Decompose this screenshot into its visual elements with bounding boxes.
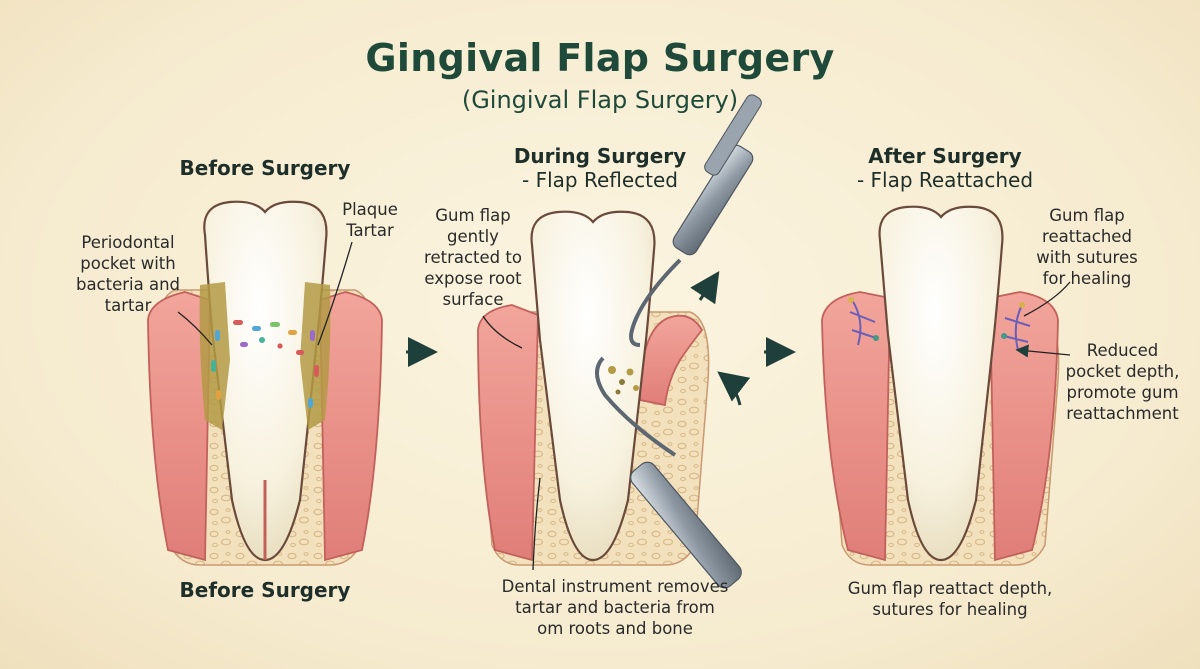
leader-sutures [1023, 281, 1071, 317]
gum-after-left [821, 291, 891, 562]
leader-reduced [1015, 344, 1071, 358]
label-gum-flap-sutures: Gum flap reattached with sutures for hea… [1036, 206, 1138, 288]
panel-before-illustration [147, 200, 383, 566]
label-periodontal-pocket: Periodontal pocket with bacteria and tar… [75, 233, 181, 315]
caption-before: Before Surgery [179, 578, 351, 602]
dental-instrument-upper [629, 94, 762, 347]
caption-after: Gum flap reattact depth, sutures for hea… [847, 579, 1053, 619]
tartar-left [199, 282, 230, 430]
heading-after: After Surgery- Flap Reattached [856, 144, 1034, 192]
caption-during: Dental instrument removes tartar and bac… [501, 577, 729, 638]
leader-flap [482, 315, 523, 349]
dental-instrument-lower [595, 356, 742, 589]
tartar-right [300, 282, 331, 430]
panel-after-illustration [821, 205, 1071, 566]
gum-before [147, 291, 211, 562]
heading-during: During Surgery- Flap Reflected [513, 144, 687, 192]
label-gum-flap-retracted: Gum flap gently retracted to expose root… [424, 206, 522, 309]
page-title: Gingival Flap Surgery [365, 36, 835, 80]
heading-after-sub: - Flap Reattached [856, 168, 1034, 192]
panel-during-illustration [477, 94, 762, 589]
leader-instrument [532, 477, 541, 571]
bacteria-cluster [211, 320, 319, 408]
tooth-during [530, 210, 656, 562]
gum-flap-reflected [639, 314, 704, 407]
heading-before: Before Surgery [179, 156, 351, 180]
gum-during-left [477, 304, 539, 562]
leader-pocket [177, 311, 213, 346]
root-debris [608, 366, 639, 395]
heading-during-sub: - Flap Reflected [522, 168, 678, 192]
arrow-retract [690, 271, 720, 305]
label-plaque-tartar: Plaque Tartar [342, 200, 398, 240]
tooth-before [203, 200, 328, 562]
label-reduced-pocket: Reduced pocket depth, promote gum reatta… [1065, 341, 1180, 423]
gum-after-right [989, 291, 1059, 562]
page-subtitle: (Gingival Flap Surgery) [461, 86, 739, 114]
arrow-return [717, 371, 751, 406]
tooth-after [878, 205, 1004, 562]
leader-plaque [317, 241, 353, 346]
sutures-left [848, 297, 879, 346]
